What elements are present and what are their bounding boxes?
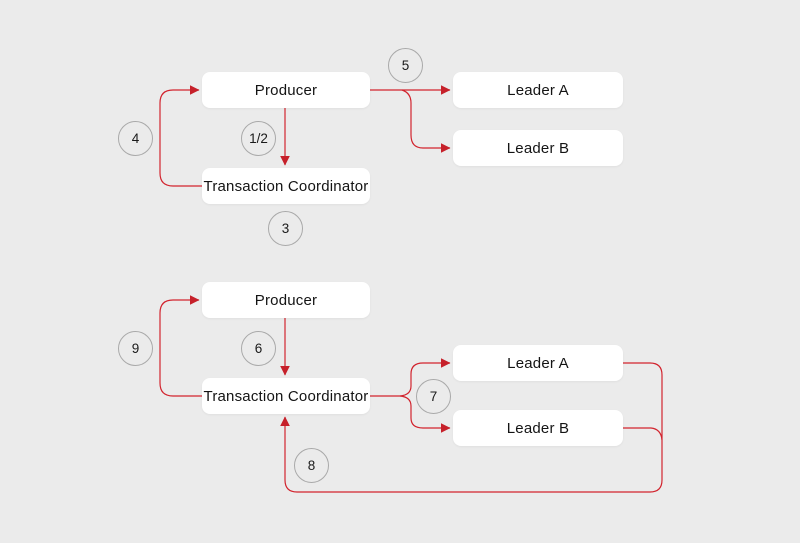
step-badge-5: 5 xyxy=(388,48,423,83)
node-producer-bottom: Producer xyxy=(202,282,370,318)
step-badge-3: 3 xyxy=(268,211,303,246)
step-badge-7: 7 xyxy=(416,379,451,414)
step-badge-6: 6 xyxy=(241,331,276,366)
arrow-bottom-coordinator-to-producer xyxy=(159,295,202,397)
node-transaction-coordinator-top: Transaction Coordinator xyxy=(202,168,370,204)
node-leader-b-bottom: Leader B xyxy=(453,410,623,446)
step-badge-8: 8 xyxy=(294,448,329,483)
node-producer-top: Producer xyxy=(202,72,370,108)
arrow-top-producer-to-leader-b xyxy=(401,89,451,153)
node-leader-a-top: Leader A xyxy=(453,72,623,108)
step-badge-4: 4 xyxy=(118,121,153,156)
line-leader-b-return-merge xyxy=(622,427,663,441)
node-transaction-coordinator-bottom: Transaction Coordinator xyxy=(202,378,370,414)
node-leader-b-top: Leader B xyxy=(453,130,623,166)
node-leader-a-bottom: Leader A xyxy=(453,345,623,381)
step-badge-1-2: 1/2 xyxy=(241,121,276,156)
step-badge-9: 9 xyxy=(118,331,153,366)
arrow-top-coordinator-to-producer xyxy=(159,85,202,187)
